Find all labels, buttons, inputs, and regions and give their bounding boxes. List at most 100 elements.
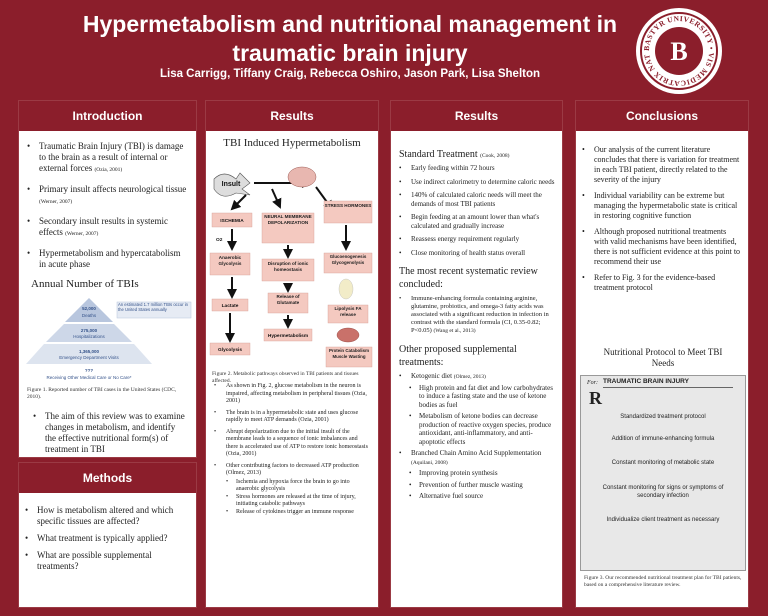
fig2-caption: Figure 2. Metabolic pathways observed in… [212,371,359,384]
systematic-bullets: Immune-enhancing formula containing argi… [399,295,556,335]
list-item: Improving protein synthesis [409,469,556,478]
muscle-icon [336,327,360,343]
logo-monogram: B [670,37,687,66]
list-item: Metabolism of ketone bodies can decrease… [409,412,556,446]
list-item: Reassess energy requirement regularly [399,235,556,244]
tbi-hypermetabolism-diagram: Insult ISCHEMIA NEURAL MEMBRANE DEPOLARI… [209,166,373,384]
rx-line: Constant monitoring of metabolic state [611,460,715,466]
pyramid-note: An estimated 1.7 million TBIs occur in t… [118,302,188,313]
svg-text:Hypermetabolism: Hypermetabolism [268,333,308,339]
list-item: Ketogenic diet (Olmez, 2013) [399,372,556,382]
list-item: Individual variability can be extreme bu… [582,191,742,221]
list-item: The aim of this review was to examine ch… [33,411,188,455]
list-item: Prevention of further muscle wasting [409,481,556,490]
svg-text:Hospitalizations: Hospitalizations [73,334,105,339]
svg-text:275,000: 275,000 [81,328,98,333]
results-column-1: Results TBI Induced Hypermetabolism Insu… [205,100,379,608]
list-item: How is metabolism altered and which spec… [25,505,188,527]
results1-subbullets: Ischemia and hypoxia force the brain to … [226,479,370,517]
list-item: Traumatic Brain Injury (TBI) is damage t… [27,141,188,176]
bastyr-seal-icon: BASTYR UNIVERSITY • VIS MEDICATRIX NATUR… [636,4,718,90]
conclusion-bullets: Our analysis of the current literature c… [582,145,742,293]
bcaa-bullets: Branched Chain Amino Acid Supplementatio… [399,449,556,467]
list-item: Hypermetabolism and hypercatabolism in a… [27,248,188,270]
svg-text:???: ??? [85,368,93,373]
fat-cell-icon [338,278,354,300]
svg-text:1,365,000: 1,365,000 [79,349,100,354]
protocol-title: Nutritional Protocol to Meet TBI Needs [603,347,723,368]
fig3-caption: Figure 3. Our recommended nutritional tr… [584,575,742,588]
list-item: As shown in Fig. 2, glucose metabolism i… [214,383,370,406]
results2-heading: Results [391,101,562,131]
list-item: Ischemia and hypoxia force the brain to … [226,479,370,494]
pyramid-tier-deaths [65,298,113,322]
tbi-pyramid-figure: 52,000 Deaths 275,000 Hospitalizations 1… [26,298,192,380]
list-item: Early feeding within 72 hours [399,164,556,173]
svg-text:O2: O2 [216,237,223,243]
list-item: Primary insult affects neurological tiss… [27,184,188,208]
list-item: Release of cytokines trigger an immune r… [226,509,370,517]
methods-column: Methods How is metabolism altered and wh… [18,462,197,608]
fig1-caption: Figure 1. Reported number of TBI cases i… [27,387,177,400]
results1-heading: Results [206,101,378,131]
bcaa-subbullets: Improving protein synthesis Prevention o… [409,469,556,501]
standard-treatment-title: Standard Treatment (Cook, 2008) [399,149,510,160]
list-item: Other contributing factors to decreased … [214,463,370,478]
list-item: High protein and fat diet and low carboh… [409,384,556,410]
aim-bullets: The aim of this review was to examine ch… [33,411,188,455]
svg-text:Receiving Other Medical Care o: Receiving Other Medical Care or No Care* [46,375,131,380]
annual-tbi-title: Annual Number of TBIs [31,278,139,290]
svg-text:52,000: 52,000 [82,306,96,311]
list-item: Secondary insult results in systemic eff… [27,216,188,240]
rx-symbol-icon: R [589,388,602,408]
prescription-card: For: TRAUMATIC BRAIN INJURY R Standardiz… [580,375,746,571]
results-column-2: Results Standard Treatment (Cook, 2008) … [390,100,563,608]
list-item: Stress hormones are released at the time… [226,494,370,509]
intro-column: Introduction Traumatic Brain Injury (TBI… [18,100,197,458]
standard-bullets: Early feeding within 72 hours Use indire… [399,164,556,257]
pyramid-tier-hosp [46,324,132,342]
rx-line: Standardized treatment protocol [620,414,706,420]
insult-burst-icon [213,172,251,197]
list-item: Close monitoring of health status overal… [399,249,556,258]
brain-icon [287,166,317,188]
list-item: Alternative fuel source [409,492,556,501]
list-item: The brain is in a hypermetabolic state a… [214,410,370,425]
conclusions-heading: Conclusions [576,101,748,131]
rx-patient: TRAUMATIC BRAIN INJURY [603,378,689,385]
list-item: Immune-enhancing formula containing argi… [399,295,556,335]
list-item: Branched Chain Amino Acid Supplementatio… [399,449,556,467]
rx-line: Addition of immune-enhancing formula [611,436,715,442]
conclusions-column: Conclusions Our analysis of the current … [575,100,749,608]
svg-text:Insult: Insult [222,181,241,188]
svg-text:ISCHEMIA: ISCHEMIA [220,218,244,224]
list-item: Although proposed nutritional treatments… [582,227,742,267]
bastyr-logo: BASTYR UNIVERSITY • VIS MEDICATRIX NATUR… [636,4,722,94]
list-item: Abrupt depolarization due to the initial… [214,429,370,459]
rx-line: Constant monitoring for signs or symptom… [602,485,724,499]
list-item: What treatment is typically applied? [25,533,188,544]
authors: Lisa Carrigg, Tiffany Craig, Rebecca Osh… [159,68,541,80]
list-item: Refer to Fig. 3 for the evidence-based t… [582,273,742,293]
svg-text:Lactate: Lactate [222,303,239,309]
pyramid-tier-ed [26,344,152,364]
diagram-title: TBI Induced Hypermetabolism [223,137,361,149]
list-item: What are possible supplemental treatment… [25,550,188,572]
systematic-title: The most recent systematic review conclu… [399,266,538,290]
methods-bullets: How is metabolism altered and which spec… [25,505,188,572]
rx-line: Individualize client treatment as necess… [606,517,720,523]
intro-bullets: Traumatic Brain Injury (TBI) is damage t… [27,141,188,270]
svg-text:Glycolysis: Glycolysis [218,347,242,353]
other-bullets: Ketogenic diet (Olmez, 2013) [399,372,556,382]
intro-heading: Introduction [19,101,196,131]
list-item: Begin feeding at an amount lower than wh… [399,213,556,230]
title-bar: Hypermetabolism and nutritional manageme… [0,0,768,96]
list-item: 140% of calculated caloric needs will me… [399,191,556,208]
keto-subbullets: High protein and fat diet and low carboh… [409,384,556,447]
list-item: Our analysis of the current literature c… [582,145,742,185]
list-item: Use indirect calorimetry to determine ca… [399,178,556,187]
results1-bullets: As shown in Fig. 2, glucose metabolism i… [214,383,370,478]
svg-text:Emergency Department Visits: Emergency Department Visits [59,355,119,360]
methods-heading: Methods [19,463,196,493]
rx-for-label: For: [587,380,598,386]
